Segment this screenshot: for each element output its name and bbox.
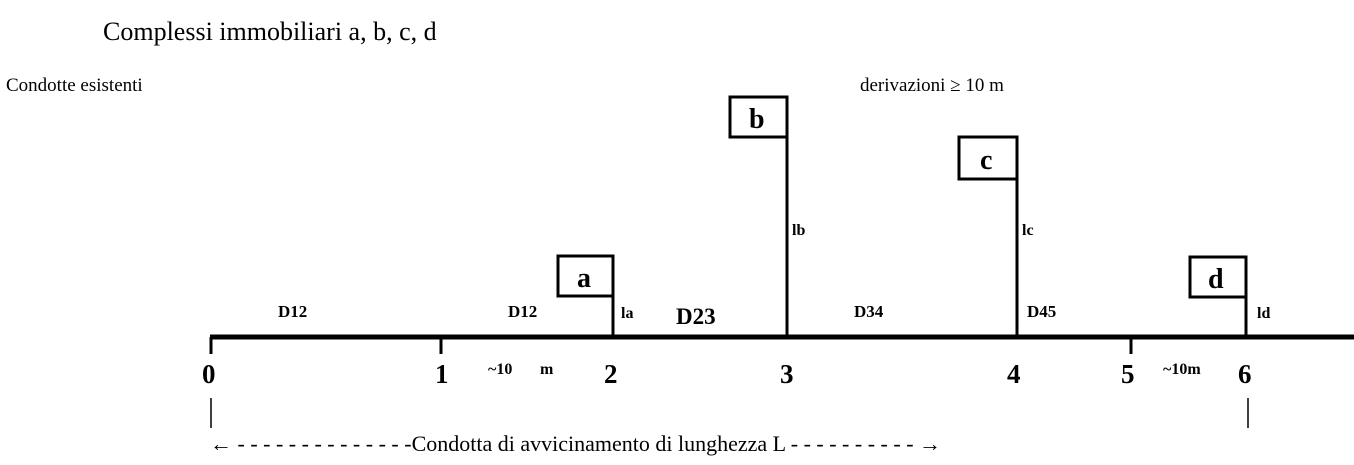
derivations-label: derivazioni ≥ 10 m [860,75,1004,96]
building-a-box [556,254,615,298]
distance-unit-near-2: m [540,361,554,378]
distance-label-near-6: ~10m [1163,361,1201,378]
segment-label-d23: D23 [676,304,716,329]
node-label-6: 6 [1238,359,1252,389]
node-label-0: 0 [202,359,216,389]
node-label-1: 1 [435,359,449,389]
node-label-5: 5 [1121,359,1135,389]
branch-b-label: lb [792,222,805,239]
existing-pipes-label: Condotte esistenti [6,75,143,96]
building-d-box [1188,255,1248,299]
building-b-label: b [749,104,765,135]
node-label-2: 2 [604,359,618,389]
diagram-title: Complessi immobiliari a, b, c, d [103,17,437,46]
branch-d-label: ld [1257,305,1270,322]
segment-label-d34: D34 [854,302,884,321]
building-c: c lc [957,135,1034,337]
branch-c-label: lc [1022,222,1034,239]
segment-label-d12-left: D12 [278,302,307,321]
branch-a-label: la [621,305,633,322]
building-a: a la [556,254,633,337]
approach-pipe-length-caption: ← - - - - - - - - - - - - - -Condotta di… [210,431,941,456]
building-a-label: a [577,263,591,294]
building-d-label: d [1208,264,1224,295]
node-label-3: 3 [780,359,794,389]
building-c-label: c [980,145,992,176]
segment-label-d45: D45 [1027,302,1056,321]
building-d: d ld [1188,255,1270,337]
distance-label-near-2: ~10 [488,361,512,378]
segment-label-d12-right: D12 [508,302,537,321]
node-label-4: 4 [1007,359,1021,389]
building-b: b lb [728,95,805,337]
